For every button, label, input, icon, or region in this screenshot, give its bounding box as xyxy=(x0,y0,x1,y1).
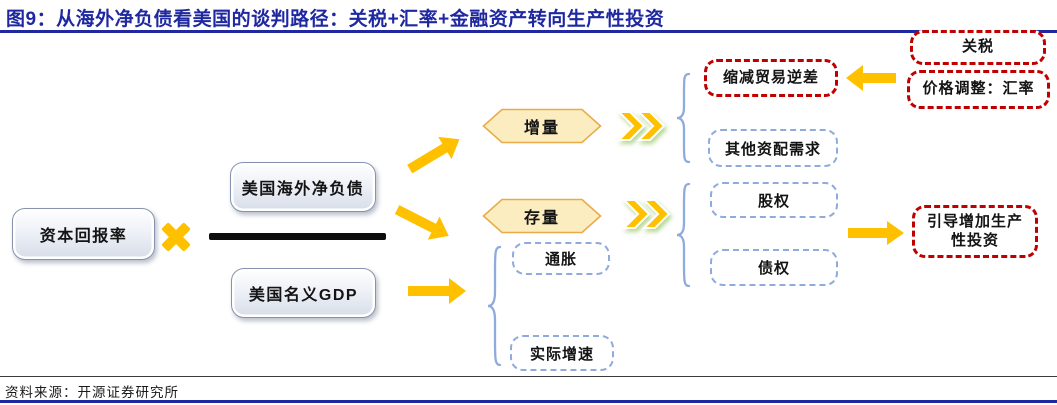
node-debt-label: 债权 xyxy=(757,260,790,277)
node-tariff: 关税 xyxy=(910,30,1046,65)
multiply-icon xyxy=(158,219,194,255)
figure-title: 图9：从海外净负债看美国的谈判路径：关税+汇率+金融资产转向生产性投资 xyxy=(6,9,665,30)
double-chevron-stock-icon xyxy=(621,198,672,230)
node-capital-return: 资本回报率 xyxy=(12,208,155,260)
node-stock-label: 存量 xyxy=(523,210,560,227)
node-guide-productive-investment: 引导增加生产性投资 xyxy=(912,205,1038,258)
node-numerator-label: 美国海外净负债 xyxy=(241,181,365,198)
node-debt: 债权 xyxy=(710,249,838,286)
node-inflation: 通胀 xyxy=(512,242,610,275)
node-equity: 股权 xyxy=(710,182,838,218)
node-capital-return-label: 资本回报率 xyxy=(39,228,128,245)
arrow-down-right-icon xyxy=(394,186,468,240)
node-equity-label: 股权 xyxy=(757,192,790,210)
bottom-border xyxy=(0,399,1057,403)
node-price-adjustment-fx-label: 价格调整：汇率 xyxy=(922,80,1035,98)
node-price-adjustment-fx: 价格调整：汇率 xyxy=(907,70,1050,109)
node-other-allocation-demand: 其他资配需求 xyxy=(708,129,838,167)
node-tariff-label: 关税 xyxy=(961,38,994,56)
brace-stock-icon xyxy=(676,182,692,288)
node-denominator: 美国名义GDP xyxy=(231,268,376,318)
fraction-bar xyxy=(209,233,386,240)
node-denominator-label: 美国名义GDP xyxy=(248,287,359,304)
brace-increment-icon xyxy=(676,72,692,164)
source-text: 资料来源：开源证券研究所 xyxy=(5,385,179,400)
node-real-growth-label: 实际增速 xyxy=(529,345,594,363)
node-reduce-trade-deficit: 缩减贸易逆差 xyxy=(704,59,838,97)
node-increment-label: 增量 xyxy=(523,120,560,137)
node-stock-hexagon: 存量 xyxy=(482,198,602,234)
node-numerator: 美国海外净负债 xyxy=(230,162,376,212)
arrow-right-gdp-icon xyxy=(406,278,472,304)
arrow-right-guide-icon xyxy=(848,221,906,245)
node-real-growth: 实际增速 xyxy=(510,335,614,371)
node-increment-hexagon: 增量 xyxy=(482,108,602,144)
brace-gdp-icon xyxy=(487,245,503,367)
node-guide-productive-investment-label: 引导增加生产性投资 xyxy=(927,212,1024,249)
title-underline xyxy=(0,30,1057,33)
node-inflation-label: 通胀 xyxy=(544,251,577,268)
double-chevron-increment-icon xyxy=(616,110,667,142)
arrow-left-icon xyxy=(846,64,896,92)
source-divider xyxy=(0,376,1057,377)
arrow-up-right-icon xyxy=(398,116,468,174)
node-reduce-trade-deficit-label: 缩减贸易逆差 xyxy=(722,68,819,86)
node-other-allocation-demand-label: 其他资配需求 xyxy=(724,140,821,158)
